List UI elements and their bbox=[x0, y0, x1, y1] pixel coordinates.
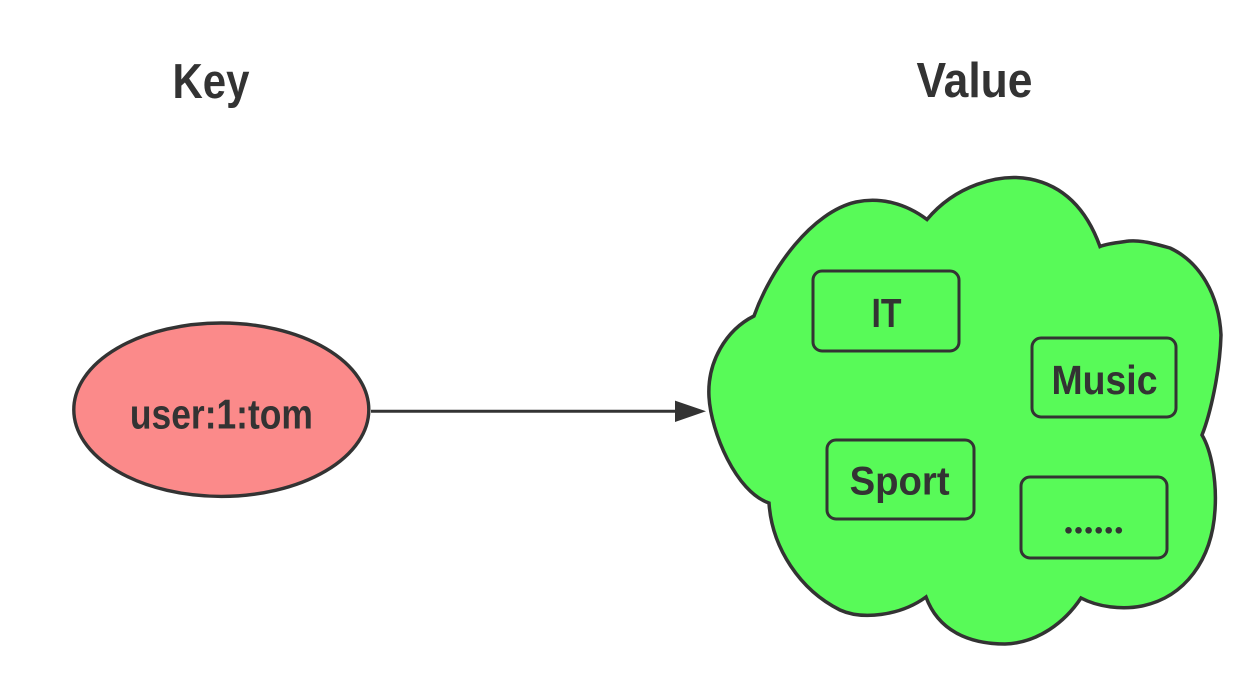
svg-text:IT: IT bbox=[872, 290, 902, 336]
svg-text:Key: Key bbox=[173, 55, 250, 109]
svg-text:user:1:tom: user:1:tom bbox=[130, 391, 313, 438]
svg-text:Music: Music bbox=[1052, 357, 1158, 403]
svg-text:Value: Value bbox=[917, 54, 1033, 108]
svg-text:Sport: Sport bbox=[850, 460, 950, 504]
